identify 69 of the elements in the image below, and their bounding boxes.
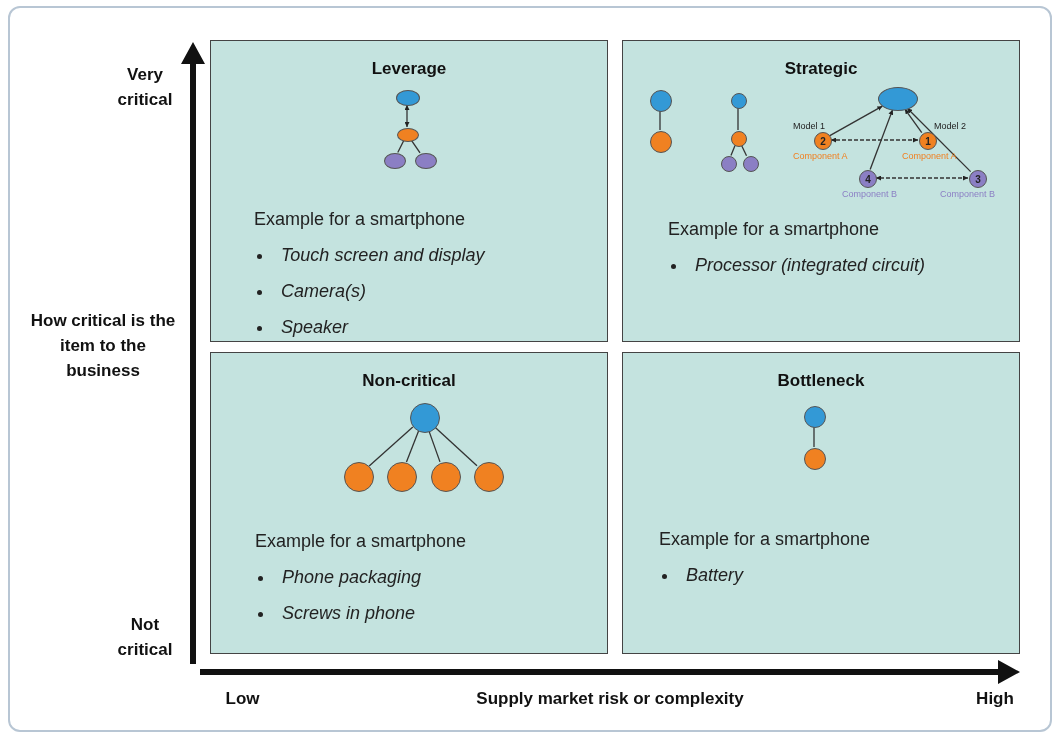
connector-line	[875, 175, 969, 181]
quadrant-title: Leverage	[370, 59, 448, 79]
bullet-item: Phone packaging	[282, 567, 422, 588]
circle-node	[410, 403, 440, 433]
quadrant-panel	[622, 40, 1020, 342]
circle-node	[384, 153, 406, 169]
quadrant-title: Strategic	[783, 59, 859, 79]
bullet-item: Speaker	[281, 317, 349, 338]
connector-line	[869, 109, 894, 171]
node-caption: Model 1	[793, 121, 826, 131]
circle-node	[650, 131, 672, 153]
numbered-circle: 4	[859, 170, 877, 188]
connector-line	[434, 426, 478, 467]
circle-node	[344, 462, 374, 492]
circle-node	[397, 128, 419, 142]
bullet-item: Touch screen and display	[281, 245, 485, 266]
node-caption: Component B	[940, 189, 996, 199]
quadrant-panel	[622, 352, 1020, 654]
quadrant-title: Bottleneck	[776, 371, 866, 391]
circle-node	[731, 131, 747, 147]
circle-node	[415, 153, 437, 169]
connector-line	[829, 105, 884, 137]
numbered-circle: 1	[919, 132, 937, 150]
connector-line	[368, 426, 414, 467]
connector-line	[659, 110, 661, 131]
bullet-item: Battery	[686, 565, 744, 586]
circle-node	[804, 448, 826, 470]
connector-line	[405, 430, 420, 463]
circle-node	[431, 462, 461, 492]
numbered-circle: 3	[969, 170, 987, 188]
circle-node	[474, 462, 504, 492]
circle-node	[743, 156, 759, 172]
quadrant-title: Non-critical	[361, 371, 457, 391]
node-caption: Component A	[902, 151, 957, 161]
bullet-item: Screws in phone	[282, 603, 416, 624]
bullet-item: Camera(s)	[281, 281, 366, 302]
axis-end-label: Not critical	[116, 614, 174, 661]
quadrant-panel	[210, 40, 608, 342]
circle-node	[650, 90, 672, 112]
connector-line	[410, 139, 421, 154]
axis-end-label: Very critical	[116, 64, 174, 111]
circle-node	[804, 406, 826, 428]
axis-title: Supply market risk or complexity	[475, 688, 745, 710]
connector-line	[830, 137, 919, 143]
circle-node	[387, 462, 417, 492]
connector-line	[404, 104, 410, 128]
axis-title: How critical is the item to the business	[29, 310, 177, 382]
connector-line	[737, 107, 739, 131]
numbered-circle: 2	[814, 132, 832, 150]
connector-line	[904, 108, 923, 134]
circle-node	[396, 90, 420, 106]
node-caption: Model 2	[934, 121, 967, 131]
connector-line	[428, 430, 441, 463]
quadrant-panel	[210, 352, 608, 654]
axis-end-label: High	[975, 688, 1015, 710]
axis-end-label: Low	[224, 688, 261, 710]
circle-node	[731, 93, 747, 109]
example-heading: Example for a smartphone	[659, 529, 871, 550]
connector-line	[813, 426, 815, 448]
example-heading: Example for a smartphone	[668, 219, 880, 240]
connector-line	[730, 144, 736, 157]
bullet-item: Processor (integrated circuit)	[695, 255, 926, 276]
node-caption: Component B	[842, 189, 898, 199]
node-caption: Component A	[793, 151, 848, 161]
circle-node	[721, 156, 737, 172]
example-heading: Example for a smartphone	[255, 531, 467, 552]
circle-node	[878, 87, 918, 111]
connector-line	[906, 107, 972, 173]
example-heading: Example for a smartphone	[254, 209, 466, 230]
